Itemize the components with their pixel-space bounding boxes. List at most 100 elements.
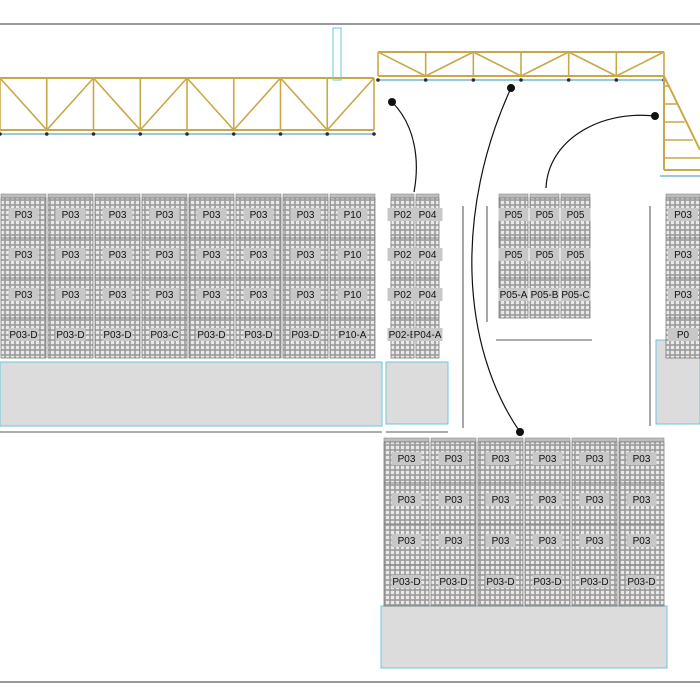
panel-label-bg (55, 208, 86, 221)
panel-label-bg (8, 328, 39, 341)
panel-label: P05 (536, 210, 554, 221)
panel-label-bg (8, 208, 39, 221)
panel-label: P03-D (197, 330, 225, 341)
panel-label-bg (529, 248, 560, 261)
panel-label-bg (102, 328, 133, 341)
panel-label-bg (8, 288, 39, 301)
panel-cap (188, 193, 235, 199)
panel-label-bg (337, 248, 368, 261)
panel-label-bg (102, 288, 133, 301)
panel-cap (383, 437, 430, 443)
panel-label: P03 (297, 250, 315, 261)
panel-label: P03-D (533, 577, 561, 588)
panel-label-bg (668, 248, 698, 261)
panel-label: P03 (15, 210, 33, 221)
panel-label: P03-D (392, 577, 420, 588)
panel-label-bg (626, 452, 657, 465)
panel-label-bg (529, 288, 560, 301)
panel-label-bg (196, 208, 227, 221)
panel-label-bg (626, 575, 657, 588)
panel-label-bg (337, 328, 368, 341)
callout-layer (388, 84, 659, 436)
panel-label: P02 (394, 210, 412, 221)
panel-label: P0 (677, 330, 690, 341)
panel-label: P03 (398, 495, 416, 506)
panel-label: P10 (344, 290, 362, 301)
base-slab-narrow (385, 361, 449, 425)
panel-label: P03 (156, 210, 174, 221)
dimension-layer (0, 206, 651, 433)
panel-label: P03 (109, 210, 127, 221)
panel-label: P03 (674, 250, 692, 261)
panel-label: P03 (203, 210, 221, 221)
panel-label: P03 (539, 495, 557, 506)
callout-line-2 (471, 87, 521, 433)
callout-dot-2 (507, 84, 515, 92)
panel-label-bg (149, 248, 180, 261)
panel-label: P03 (250, 210, 268, 221)
truss-right (376, 51, 666, 82)
panel-label-bg (196, 328, 227, 341)
panel-label: P03-D (486, 577, 514, 588)
panel-label-bg (532, 534, 563, 547)
panel-label: P03-D (56, 330, 84, 341)
panel-label-bg (579, 452, 610, 465)
callout-dot-4 (651, 112, 659, 120)
panel-label: P03 (492, 495, 510, 506)
panel-label: P02 (394, 250, 412, 261)
panel-label-bg (55, 328, 86, 341)
callout-line-3 (545, 114, 656, 189)
panel-cap (282, 193, 329, 199)
panel-label-bg (579, 493, 610, 506)
panel-label: P05-A (500, 290, 528, 301)
guide-frame (332, 27, 342, 81)
panel-label-bg (626, 493, 657, 506)
panel-label-bg (149, 288, 180, 301)
panel-label-bg (498, 248, 529, 261)
panel-label-bg (532, 493, 563, 506)
panel-label-bg (391, 575, 422, 588)
panel-label-bg (387, 328, 418, 341)
panel-label: P03 (633, 536, 651, 547)
panel-label: P03 (398, 454, 416, 465)
panel-label: P03-C (150, 330, 178, 341)
panel-label: P03 (633, 454, 651, 465)
panel-label-bg (412, 328, 443, 341)
panel-label-bg (412, 248, 443, 261)
panel-label-bg (387, 288, 418, 301)
panel-cap (235, 193, 282, 199)
panel-cap (430, 437, 477, 443)
panel-cap (560, 193, 591, 199)
panel-cap (477, 437, 524, 443)
panel-cap (0, 193, 47, 199)
panel-label: P03 (109, 250, 127, 261)
panel-label-bg (498, 288, 529, 301)
panel-label-bg (391, 534, 422, 547)
panel-cap (141, 193, 188, 199)
truss-corner (660, 75, 700, 177)
panel-label-bg (290, 248, 321, 261)
panel-label-bg (196, 248, 227, 261)
panel-label: P03 (674, 210, 692, 221)
panel-label: P03 (250, 290, 268, 301)
panel-label: P03-D (244, 330, 272, 341)
panel-label-bg (55, 248, 86, 261)
truss-left (0, 77, 376, 136)
panel-label: P04 (419, 290, 437, 301)
panel-label-bg (668, 288, 698, 301)
callout-dot-1 (388, 98, 396, 106)
panel-label-bg (438, 534, 469, 547)
panel-label: P02-B (389, 330, 417, 341)
panel-label: P03 (539, 454, 557, 465)
panel-label: P03 (492, 454, 510, 465)
panel-label-bg (560, 208, 591, 221)
panel-label-bg (149, 328, 180, 341)
panel-label-bg (391, 493, 422, 506)
panel-label-bg (337, 208, 368, 221)
panel-label-bg (532, 575, 563, 588)
